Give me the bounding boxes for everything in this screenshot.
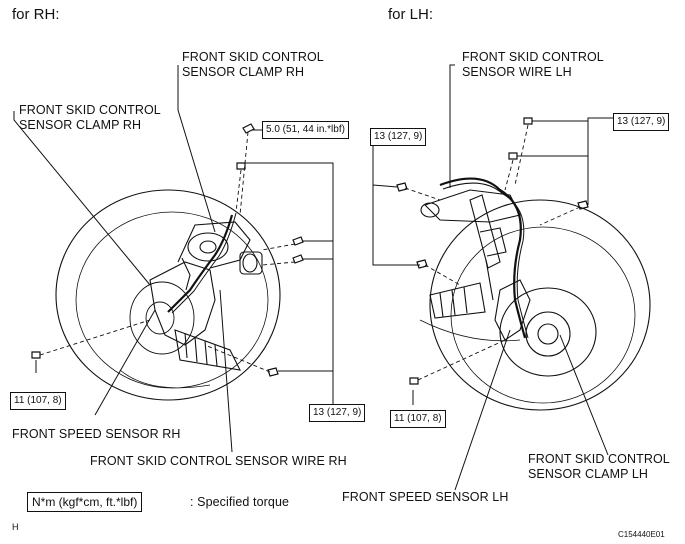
lh-header: for LH: <box>388 6 434 23</box>
torque-lh-left: 13 (127, 9) <box>370 128 427 146</box>
lh-drive-boot <box>429 282 486 319</box>
rh-drive-boot <box>174 329 241 371</box>
lh-clamp-label: FRONT SKID CONTROL SENSOR CLAMP LH <box>528 452 670 481</box>
rh-bolts <box>31 123 304 377</box>
footer-mark: H <box>12 522 19 532</box>
lh-sensor-wire-label: FRONT SKID CONTROL SENSOR WIRE LH <box>462 50 604 79</box>
legend-unit-box: N*m (kgf*cm, ft.*lbf) <box>27 492 143 512</box>
rh-tire-inner <box>75 211 269 389</box>
lh-strut <box>469 194 501 269</box>
lh-speed-sensor-label: FRONT SPEED SENSOR LH <box>342 490 509 504</box>
rh-sensor-wire-label: FRONT SKID CONTROL SENSOR WIRE RH <box>90 454 347 468</box>
rh-sensor-wire <box>167 214 234 313</box>
legend-text: : Specified torque <box>190 495 290 509</box>
rh-knuckle <box>149 261 216 346</box>
rh-clamp-top-label: FRONT SKID CONTROL SENSOR CLAMP RH <box>182 50 324 79</box>
lh-tire-inner <box>450 226 636 404</box>
rh-speed-sensor-label: FRONT SPEED SENSOR RH <box>12 427 181 441</box>
lh-sensor-wire <box>439 177 527 339</box>
rh-wheel-hub <box>129 281 195 355</box>
rh-clamp-left-label: FRONT SKID CONTROL SENSOR CLAMP RH <box>19 103 161 132</box>
torque-rh-top: 5.0 (51, 44 in.*lbf) <box>262 121 349 139</box>
torque-rh-bottom-right: 13 (127, 9) <box>309 404 366 422</box>
rh-header: for RH: <box>12 6 60 23</box>
lh-tire-outer <box>429 199 651 411</box>
torque-lh-bottom: 11 (107, 8) <box>390 410 446 428</box>
lh-bolts <box>396 117 589 385</box>
rh-tire-outer <box>55 189 281 401</box>
torque-lh-top-right: 13 (127, 9) <box>613 113 670 131</box>
lh-brake-disc <box>499 287 597 377</box>
torque-rh-bottom-left: 11 (107, 8) <box>10 392 66 410</box>
figure-id: C154440E01 <box>618 530 665 539</box>
